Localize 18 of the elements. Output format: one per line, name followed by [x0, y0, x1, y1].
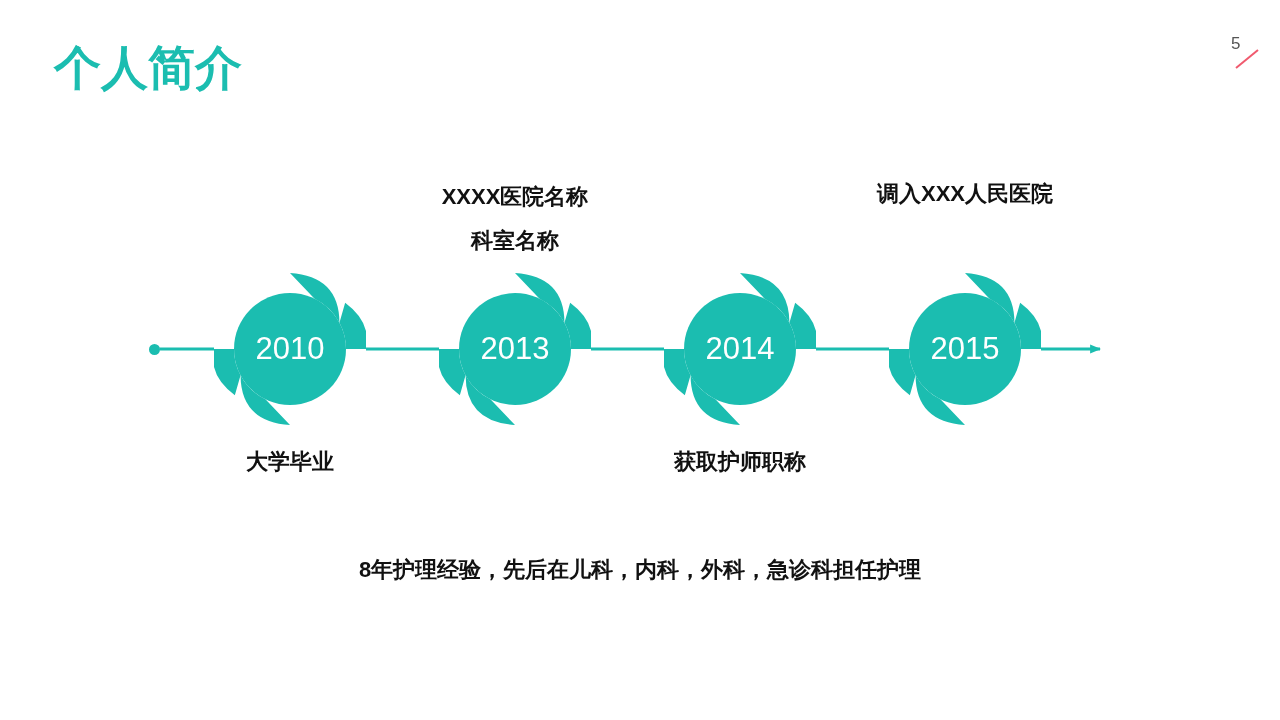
connector-line	[159, 347, 214, 351]
year-label: 2015	[930, 331, 1000, 367]
milestone-caption: 获取护师职称	[674, 448, 806, 476]
connector-line	[366, 347, 439, 351]
year-label: 2013	[480, 331, 550, 367]
connector-line	[816, 347, 889, 351]
slide-title: 个人简介	[54, 40, 242, 96]
summary-note: 8年护理经验，先后在儿科，内科，外科，急诊科担任护理	[357, 556, 923, 584]
milestone-caption: XXXX医院名称	[441, 183, 589, 211]
start-dot	[148, 343, 160, 355]
milestone-caption: 科室名称	[471, 227, 559, 255]
arrow	[1041, 344, 1102, 354]
year-label: 2010	[255, 331, 325, 367]
page-number: 5	[1231, 34, 1241, 54]
milestone-caption: 调入XXX人民医院	[877, 180, 1053, 208]
milestone-caption: 大学毕业	[246, 448, 334, 476]
connector-line	[591, 347, 664, 351]
year-label: 2014	[705, 331, 775, 367]
